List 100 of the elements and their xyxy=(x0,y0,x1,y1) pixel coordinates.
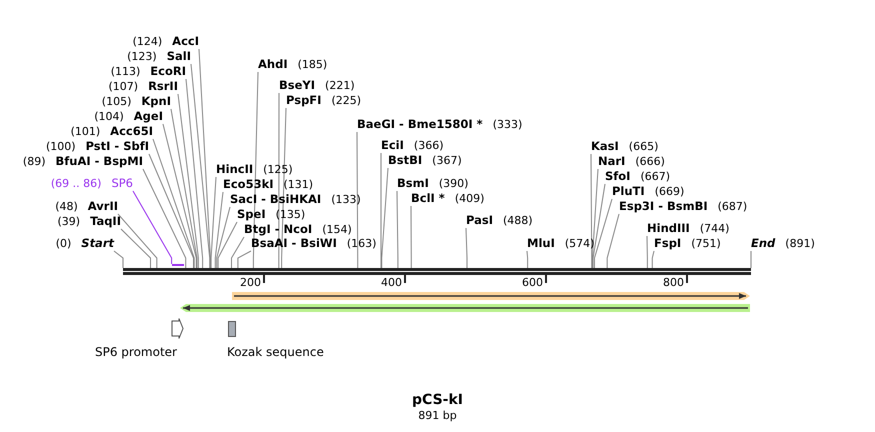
site-position: (665) xyxy=(628,139,658,154)
site-position: (69 .. 86) xyxy=(50,176,102,191)
site-position: (409) xyxy=(454,191,484,206)
enzyme-name: BclI * xyxy=(411,191,445,206)
site-position: (574) xyxy=(564,236,594,251)
leader-line xyxy=(652,250,654,268)
site-position: (669) xyxy=(654,184,684,199)
site-position: (89) xyxy=(22,154,46,169)
enzyme-name: AvrII xyxy=(88,199,118,214)
leader-line xyxy=(198,48,211,268)
enzyme-name: MluI xyxy=(527,236,555,251)
enzyme-name: Eco53kI xyxy=(223,177,274,192)
site-position: (131) xyxy=(284,177,314,192)
enzyme-name: HindIII xyxy=(647,221,690,236)
leader-line xyxy=(592,184,606,268)
site-position: (751) xyxy=(691,236,721,251)
leader-line xyxy=(190,64,210,268)
leader-line xyxy=(590,154,592,268)
enzyme-name: SfoI xyxy=(605,169,630,184)
enzyme-name: RsrII xyxy=(148,79,178,94)
leader-line xyxy=(210,176,216,268)
leader-line xyxy=(118,214,158,268)
site-position: (100) xyxy=(46,139,76,154)
leader-line xyxy=(606,214,620,268)
site-position: (666) xyxy=(635,154,665,169)
leader-line xyxy=(381,168,388,268)
feature-name: SP6 promoter xyxy=(95,344,177,361)
leader-line xyxy=(237,250,252,268)
leader-line xyxy=(526,250,528,268)
leader-line xyxy=(380,152,382,268)
enzyme-name: BfuAI - BspMI xyxy=(56,154,143,169)
site-position: (366) xyxy=(414,138,444,153)
leader-line xyxy=(120,228,151,268)
site-position: (124) xyxy=(132,34,162,49)
site-position: (135) xyxy=(276,207,306,222)
enzyme-name: SacI - BsiHKAI xyxy=(230,192,322,207)
sequence-end-label: Start xyxy=(81,236,114,251)
map-title: pCS-kI xyxy=(412,392,463,409)
site-position: (104) xyxy=(94,109,124,124)
site-position: (185) xyxy=(298,57,328,72)
site-position: (488) xyxy=(503,213,533,228)
leader-line xyxy=(162,124,197,268)
site-position: (0) xyxy=(56,236,72,251)
enzyme-name: PasI xyxy=(466,213,494,228)
scale-label: 600 xyxy=(522,276,543,289)
site-position: (687) xyxy=(718,199,748,214)
enzyme-name: AhdI xyxy=(258,57,288,72)
site-position: (163) xyxy=(346,236,376,251)
sequence-backbone xyxy=(123,268,751,275)
enzyme-name: BseYI xyxy=(279,78,316,93)
leader-line xyxy=(592,168,598,268)
enzyme-name: SpeI xyxy=(237,207,266,222)
leader-line xyxy=(132,190,172,264)
enzyme-name: TaqII xyxy=(90,214,121,229)
site-position: (105) xyxy=(102,94,132,109)
enzyme-name: BsaAI - BsiWI xyxy=(251,236,337,251)
enzyme-name: KpnI xyxy=(141,94,171,109)
leader-line xyxy=(466,228,468,268)
leader-line xyxy=(231,236,244,268)
feature-name: Kozak sequence xyxy=(227,344,324,361)
enzyme-name: FspI xyxy=(654,236,682,251)
site-position: (891) xyxy=(785,236,815,251)
enzyme-name: PspFI xyxy=(286,93,322,108)
site-position: (367) xyxy=(432,153,462,168)
enzyme-name: BtgI - NcoI xyxy=(244,222,312,237)
enzyme-name: Esp3I - BsmBI xyxy=(619,199,708,214)
leader-line xyxy=(396,190,398,268)
map-caption: 891 bp xyxy=(418,409,457,423)
leader-line xyxy=(114,250,124,268)
enzyme-name: BsmI xyxy=(397,176,429,191)
enzyme-name: AgeI xyxy=(134,109,163,124)
enzyme-name: BstBI xyxy=(388,153,422,168)
site-position: (48) xyxy=(55,199,78,214)
site-position: (225) xyxy=(331,93,362,108)
site-position: (101) xyxy=(70,124,100,139)
leader-line xyxy=(214,192,224,268)
leader-line xyxy=(356,132,358,268)
site-position: (125) xyxy=(263,162,293,177)
leader-line xyxy=(142,168,186,268)
leader-line xyxy=(186,78,204,268)
enzyme-name: BaeGI - Bme1580I * xyxy=(357,117,483,132)
scale-label: 400 xyxy=(381,276,402,289)
leader-line xyxy=(281,108,286,268)
leader-line xyxy=(216,206,230,268)
site-position: (390) xyxy=(438,176,468,191)
leader-line xyxy=(218,222,238,268)
site-position: (39) xyxy=(57,214,80,229)
leader-line xyxy=(410,206,412,268)
enzyme-name: EciI xyxy=(381,138,404,153)
leader-line xyxy=(278,92,280,268)
enzyme-name: Acc65I xyxy=(110,124,153,139)
enzyme-name: PluTI xyxy=(612,184,645,199)
leader-line xyxy=(148,154,194,268)
site-position: (113) xyxy=(110,64,140,79)
site-position: (333) xyxy=(492,117,522,132)
leader-line xyxy=(252,72,258,268)
enzyme-name: NarI xyxy=(598,154,626,169)
enzyme-name: KasI xyxy=(591,139,619,154)
leader-line xyxy=(152,138,195,268)
site-position: (221) xyxy=(325,78,355,93)
